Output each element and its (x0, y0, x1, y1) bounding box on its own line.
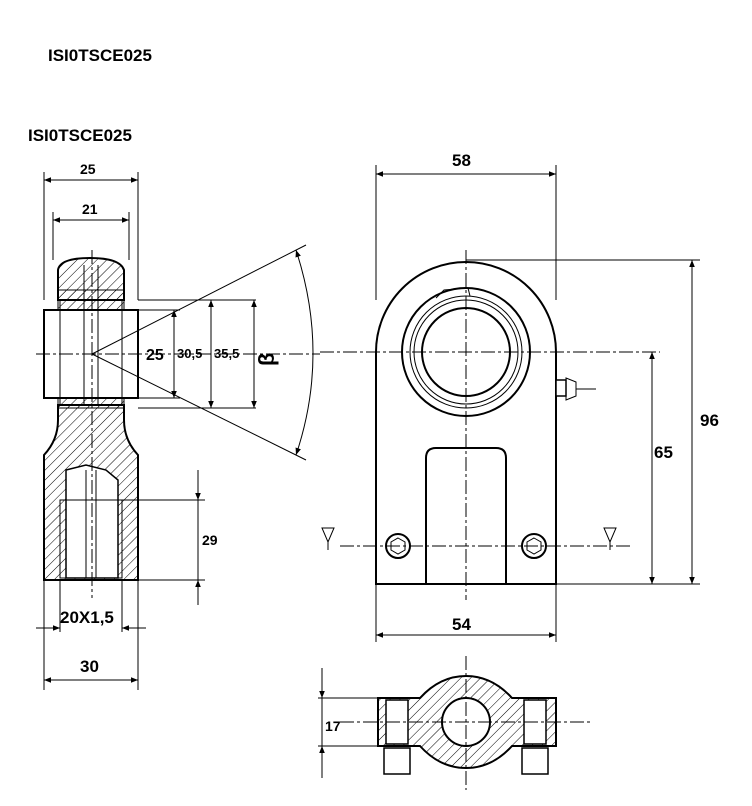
part-code-heading: ISI0TSCE025 (48, 46, 152, 65)
dim-thread-size: 20X1,5 (60, 608, 114, 627)
side-view: 25 21 25 30,5 (36, 161, 320, 690)
dim-width-inner: 21 (82, 201, 98, 217)
bottom-view: 17 (318, 656, 590, 790)
dim-body-width: 30 (80, 657, 99, 676)
dim-diameter-30-5: 30,5 (177, 346, 202, 361)
dim-height-center: 65 (654, 443, 673, 462)
drawing-title: ISI0TSCE025 (28, 126, 132, 145)
dim-diameter-35-5: 35,5 (214, 346, 239, 361)
dim-bore: 25 (146, 347, 164, 364)
angle-beta-label: β (254, 353, 279, 366)
dim-thickness: 17 (325, 718, 341, 734)
front-view: 58 54 65 96 (320, 151, 719, 642)
dim-thread-depth: 29 (202, 532, 218, 548)
dim-width-bottom: 54 (452, 615, 471, 634)
dim-width-outer: 25 (80, 161, 96, 177)
dim-width-top: 58 (452, 151, 471, 170)
dim-height-total: 96 (700, 411, 719, 430)
